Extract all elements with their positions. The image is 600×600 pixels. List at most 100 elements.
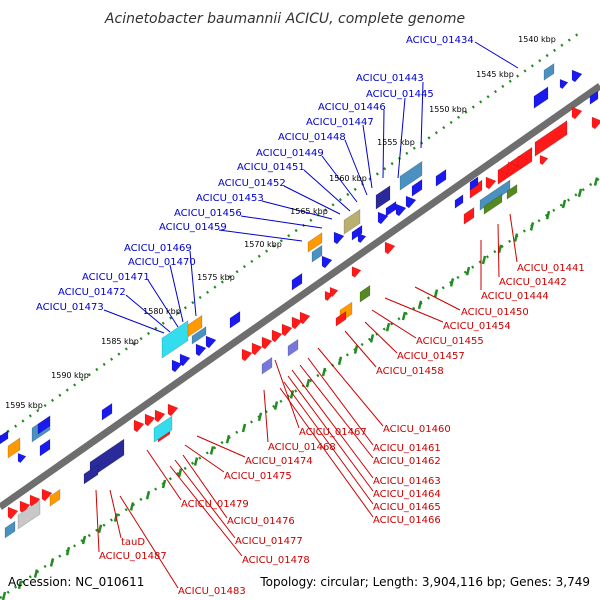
label-connector (169, 465, 243, 557)
accession-text: Accession: NC_010611 (8, 575, 144, 589)
gene-arrow (281, 323, 293, 337)
inner-tick-mark (449, 278, 455, 287)
label-connector (397, 97, 406, 179)
label-connector (182, 454, 228, 519)
gene-arrow (497, 169, 509, 183)
label-connector (509, 213, 518, 263)
gene-label[interactable]: ACICU_01469 (124, 243, 192, 254)
inner-tick-mark (577, 188, 583, 198)
map-title: Acinetobacter baumannii ACICU, complete … (104, 11, 465, 27)
label-connector (371, 309, 417, 339)
gene-label[interactable]: ACICU_01459 (159, 222, 227, 233)
gene-feature (435, 168, 447, 187)
gene-feature (39, 438, 51, 457)
gene-label[interactable]: ACICU_01462 (373, 456, 441, 467)
tick-label: 1575 kbp (197, 273, 235, 282)
gene-arrow (384, 241, 396, 255)
gene-label[interactable]: ACICU_01458 (376, 366, 444, 377)
gene-label[interactable]: ACICU_01471 (82, 272, 150, 283)
gene-label[interactable]: ACICU_01466 (373, 515, 441, 526)
label-connector (103, 309, 165, 334)
gene-label[interactable]: ACICU_01478 (242, 555, 310, 566)
label-connector (169, 264, 184, 323)
gene-label[interactable]: ACICU_01444 (481, 291, 549, 302)
gene-label[interactable]: ACICU_01456 (174, 208, 242, 219)
label-connector (189, 250, 197, 317)
gene-label[interactable]: ACICU_01454 (443, 321, 511, 332)
gene-arrow (251, 342, 263, 356)
inner-tick-mark (33, 569, 39, 578)
label-connector (184, 444, 225, 473)
gene-label[interactable]: ACICU_01475 (224, 471, 292, 482)
gene-label[interactable]: ACICU_01463 (373, 476, 441, 487)
gene-arrow (299, 311, 311, 325)
gene-label[interactable]: ACICU_01461 (373, 443, 441, 454)
inner-tick-mark (465, 266, 471, 276)
gene-label[interactable]: ACICU_01479 (181, 499, 249, 510)
gene-label[interactable]: ACICU_01442 (499, 277, 567, 288)
gene-label[interactable]: ACICU_01448 (278, 132, 346, 143)
gene-label[interactable]: ACICU_01477 (235, 536, 303, 547)
gene-feature (287, 338, 299, 357)
label-connector (119, 495, 179, 589)
gene-feature (153, 415, 173, 443)
gene-label[interactable]: ACICU_01451 (237, 162, 305, 173)
label-connector (317, 347, 384, 427)
label-connector (497, 223, 500, 278)
gene-label[interactable]: ACICU_01460 (383, 424, 451, 435)
gene-label[interactable]: ACICU_01443 (356, 73, 424, 84)
gene-label[interactable]: ACICU_01476 (227, 516, 295, 527)
gene-label[interactable]: ACICU_01457 (397, 351, 465, 362)
gene-arrow (205, 335, 217, 349)
gene-feature (463, 206, 475, 225)
gene-arrow (291, 316, 303, 330)
gene-feature (17, 499, 41, 530)
gene-label[interactable]: ACICU_01487 (99, 551, 167, 562)
label-connector (364, 321, 398, 354)
gene-arrow (7, 506, 19, 520)
gene-arrow (571, 106, 583, 120)
inner-tick-mark (241, 423, 247, 433)
gene-feature (359, 284, 371, 303)
gene-label[interactable]: ACICU_01445 (366, 89, 434, 100)
gene-label[interactable]: ACICU_01452 (218, 178, 286, 189)
gene-label[interactable]: ACICU_01449 (256, 148, 324, 159)
gene-label[interactable]: tauD (121, 537, 145, 548)
label-connector (420, 81, 424, 149)
inner-tick-mark (417, 300, 423, 310)
gene-feature (101, 402, 113, 421)
gene-label[interactable]: ACICU_01434 (406, 35, 474, 46)
gene-feature (307, 232, 323, 253)
inner-tick-mark (481, 255, 487, 265)
inner-tick-mark (97, 524, 103, 534)
gene-label[interactable]: ACICU_01455 (416, 336, 484, 347)
gene-label[interactable]: ACICU_01464 (373, 489, 441, 500)
gene-label[interactable]: ACICU_01450 (461, 307, 529, 318)
gene-label[interactable]: ACICU_01441 (517, 263, 585, 274)
gene-label[interactable]: ACICU_01447 (306, 117, 374, 128)
label-connector (261, 200, 333, 220)
gene-label[interactable]: ACICU_01472 (58, 287, 126, 298)
inner-tick-mark (353, 345, 359, 354)
gene-arrow (133, 419, 145, 433)
gene-label[interactable]: ACICU_01474 (245, 456, 313, 467)
gene-label[interactable]: ACICU_01483 (178, 586, 246, 597)
label-connector (303, 169, 351, 212)
gene-label[interactable]: ACICU_01465 (373, 502, 441, 513)
gene-label[interactable]: ACICU_01467 (299, 427, 367, 438)
label-connector (274, 359, 300, 429)
label-connector (299, 364, 374, 459)
gene-feature (0, 430, 9, 445)
gene-feature (543, 63, 555, 81)
gene-label[interactable]: ACICU_01468 (268, 442, 336, 453)
inner-tick-mark (433, 289, 439, 298)
inner-tick-mark (129, 502, 135, 511)
gene-label[interactable]: ACICU_01470 (128, 257, 196, 268)
gene-feature (483, 193, 503, 215)
gene-label[interactable]: ACICU_01453 (196, 193, 264, 204)
gene-label[interactable]: ACICU_01473 (36, 302, 104, 313)
gene-label[interactable]: ACICU_01446 (318, 102, 386, 113)
feature-layer (0, 63, 600, 600)
label-connector (218, 229, 303, 242)
